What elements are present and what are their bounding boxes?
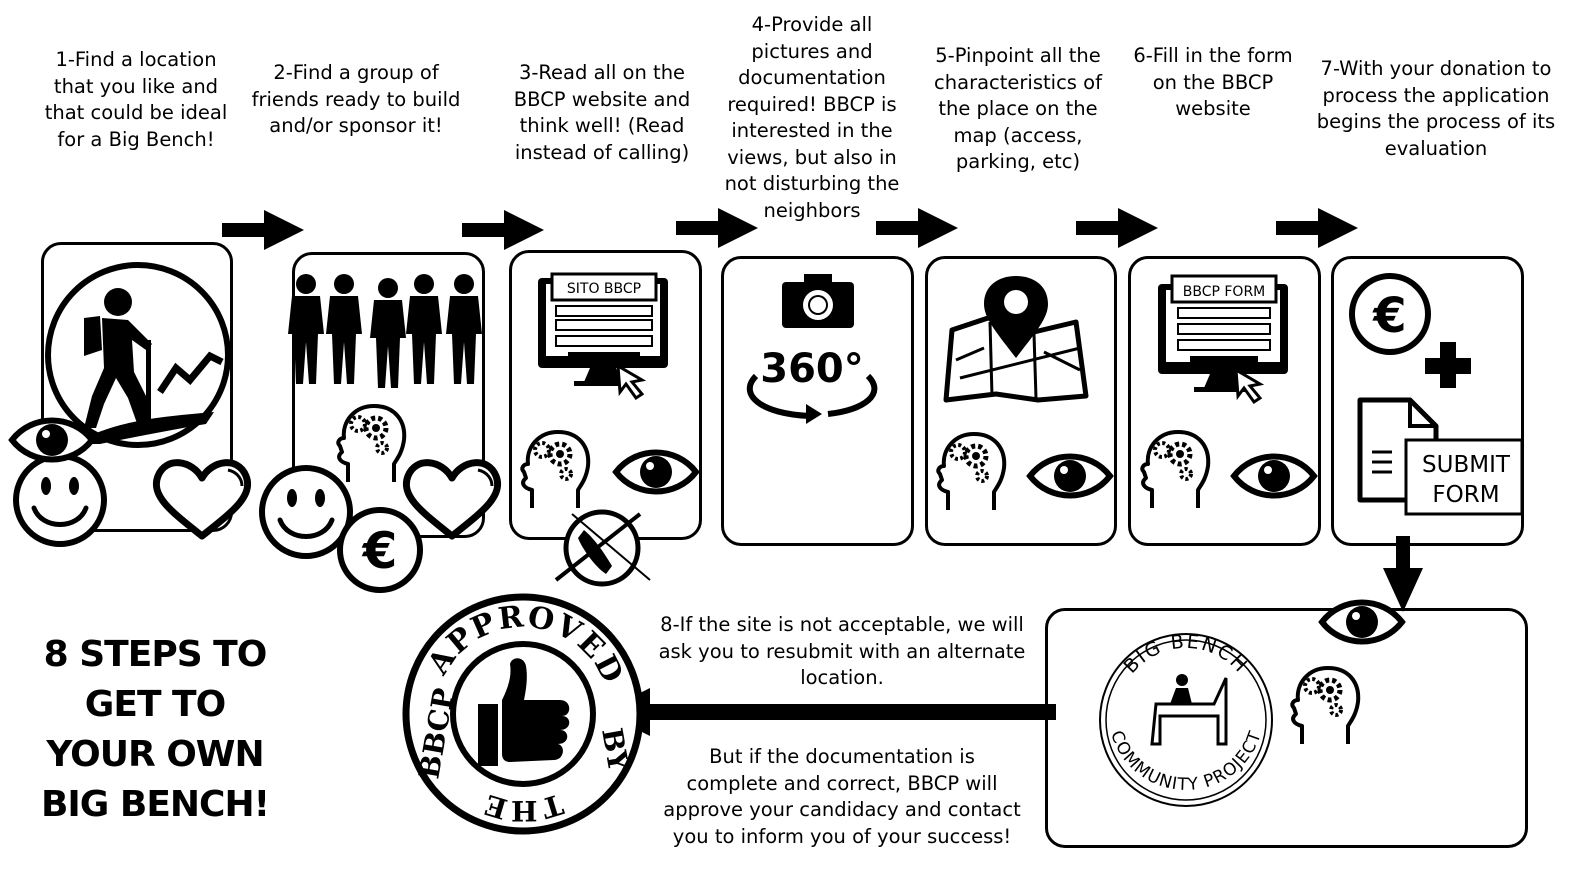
smiley-icon xyxy=(16,456,104,544)
heart-icon xyxy=(406,463,497,536)
page-title: 8 STEPS TO GET TO YOUR OWN BIG BENCH! xyxy=(40,634,270,825)
360-view-icon: 360° xyxy=(746,346,878,424)
svg-text:€: € xyxy=(362,522,398,580)
step-4-text: 4-Provide all pictures and documentation… xyxy=(724,13,900,222)
step-7-text: 7-With your donation to process the appl… xyxy=(1316,57,1556,160)
arrow-4-to-5 xyxy=(876,208,958,248)
submit-form-label-1: SUBMIT xyxy=(1422,452,1511,478)
eye-icon xyxy=(616,453,696,492)
thinking-head-icon xyxy=(938,434,1004,510)
hiker-icon xyxy=(45,262,231,448)
eye-icon xyxy=(1322,603,1402,642)
smiley-icon xyxy=(262,468,350,556)
heart-icon xyxy=(156,463,247,536)
thinking-head-icon xyxy=(1292,668,1358,744)
camera-icon xyxy=(782,274,854,328)
website-monitor-icon: SITO BBCP xyxy=(538,272,668,401)
submit-form-label-2: FORM xyxy=(1432,482,1499,508)
step-8-approve-text: But if the documentation is complete and… xyxy=(663,745,1021,848)
step-3-text: 3-Read all on the BBCP website and think… xyxy=(513,61,691,164)
eye-icon xyxy=(12,421,92,460)
step-5-text: 5-Pinpoint all the characteristics of th… xyxy=(934,44,1102,173)
map-pin-icon xyxy=(943,276,1089,403)
step-1-text: 1-Find a location that you like and that… xyxy=(44,48,228,151)
group-of-people-icon xyxy=(288,274,482,388)
euro-donation-icon: € xyxy=(1349,273,1431,355)
arrow-8-to-approved xyxy=(602,688,1056,736)
bbcp-logo-icon: BIG BENCH COMMUNITY PROJECT xyxy=(1099,631,1273,807)
submit-form-icon: SUBMIT FORM xyxy=(1357,397,1524,516)
step-6-text: 6-Fill in the form on the BBCP website xyxy=(1133,44,1293,120)
arrow-2-to-3 xyxy=(462,210,544,250)
arrow-1-to-2 xyxy=(222,210,304,250)
eye-icon xyxy=(1234,457,1314,496)
thinking-head-icon xyxy=(522,432,588,508)
svg-text:360°: 360° xyxy=(760,346,864,392)
step-2-text: 2-Find a group of friends ready to build… xyxy=(251,61,461,137)
plus-icon xyxy=(1425,342,1471,388)
arrow-7-to-8 xyxy=(1383,536,1423,612)
thinking-head-icon xyxy=(1142,432,1208,508)
svg-text:€: € xyxy=(1372,288,1406,344)
website-label: SITO BBCP xyxy=(567,281,641,297)
no-phone-icon xyxy=(554,509,651,587)
eye-icon xyxy=(1030,457,1110,496)
thinking-head-icon xyxy=(338,406,404,482)
step-8-reject-text: 8-If the site is not acceptable, we will… xyxy=(658,613,1026,689)
arrow-3-to-4 xyxy=(676,208,758,248)
arrow-5-to-6 xyxy=(1076,208,1158,248)
approved-stamp-icon: APPROVED THE BY BBCP xyxy=(402,593,644,835)
svg-text:BY: BY xyxy=(595,725,635,774)
euro-coin-icon: € xyxy=(337,507,423,593)
arrow-6-to-7 xyxy=(1276,208,1358,248)
form-label: BBCP FORM xyxy=(1183,284,1266,300)
form-monitor-icon: BBCP FORM xyxy=(1158,274,1288,405)
